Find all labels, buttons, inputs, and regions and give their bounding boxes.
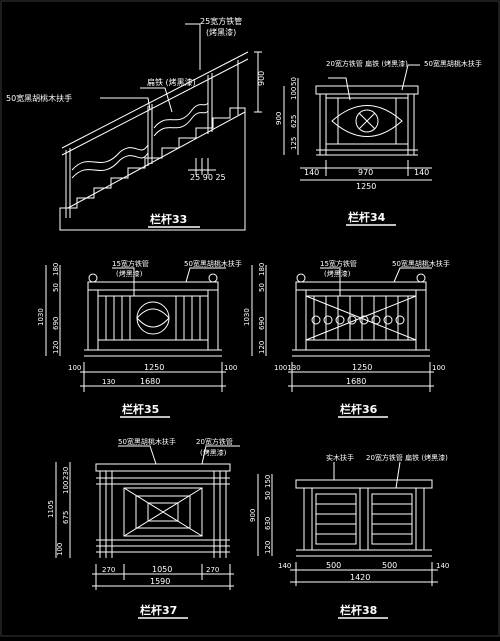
- handrail-bottom: [61, 58, 249, 156]
- r36-dim-180: 180: [258, 263, 266, 276]
- r37-dim-100a: 100: [62, 481, 70, 494]
- r38-dim-140b: 140: [436, 562, 449, 570]
- wave-1: [71, 144, 149, 171]
- r36-dim-690: 690: [258, 317, 266, 330]
- r34-dim-625: 625: [290, 115, 298, 128]
- r35-dim-100b: 100: [224, 364, 237, 372]
- r35-handrail: [87, 281, 219, 291]
- lower-rail: [67, 111, 246, 209]
- r38-dim-140a: 140: [278, 562, 291, 570]
- r37-note-left: 50宽黑胡桃木扶手: [118, 437, 176, 446]
- r37-title: 栏杆37: [140, 603, 177, 617]
- r33-note-wood: 50宽黑胡桃木扶手: [6, 93, 72, 103]
- r34-dim-970: 970: [358, 168, 373, 177]
- railing-34-drawing: [283, 64, 432, 181]
- r38-dim-120: 120: [264, 541, 272, 554]
- r34-dim-100: 100: [290, 87, 298, 100]
- r34-note-right: 50宽黑胡桃木扶手: [424, 59, 482, 68]
- r35-dim-1250: 1250: [144, 363, 164, 372]
- r36-dim-1250: 1250: [352, 363, 372, 372]
- r34-note-left: 20宽方铁管 扁铁 (烤黑漆): [326, 59, 408, 68]
- r34-title: 栏杆34: [348, 210, 386, 224]
- r37-dim-1050: 1050: [152, 565, 172, 574]
- r35-dim-120: 120: [52, 341, 60, 354]
- r37-note-right: 20宽方铁管: [196, 437, 233, 446]
- r36-title: 栏杆36: [340, 402, 378, 416]
- r37-dim-100b: 100: [56, 543, 64, 556]
- r34-dim-140a: 140: [304, 168, 319, 177]
- r35-dim-180: 180: [52, 263, 60, 276]
- r37-handrail: [95, 463, 231, 472]
- r36-note-right: 50宽黑胡桃木扶手: [392, 259, 450, 268]
- r35-note-right: 50宽黑胡桃木扶手: [184, 259, 242, 268]
- r36-dim-1680: 1680: [346, 377, 366, 386]
- railing-37-drawing: [55, 445, 240, 590]
- r36-dim-1030: 1030: [243, 308, 251, 326]
- r33-dim-900: 900: [257, 71, 266, 86]
- railing-38-drawing: [257, 461, 438, 586]
- r36-dim-50: 50: [258, 283, 266, 292]
- r35-dim-50: 50: [52, 283, 60, 292]
- railing-33-drawing: [59, 23, 262, 231]
- railing-35-drawing: [45, 265, 226, 392]
- r37-dim-270b: 270: [206, 566, 219, 574]
- wave-2: [153, 102, 209, 129]
- railing-36-drawing: [251, 265, 434, 392]
- r33-note-flat: 扁铁 (烤黑漆): [147, 77, 196, 87]
- r37-dim-1105: 1105: [47, 500, 55, 518]
- r38-dim-500b: 500: [382, 561, 397, 570]
- r36-dim-100130: 100130: [274, 364, 301, 372]
- handrail-top: [61, 51, 249, 149]
- r38-dim-900: 900: [249, 509, 257, 522]
- r34-center-circle: [355, 109, 379, 133]
- r35-dim-100a: 100: [68, 364, 81, 372]
- r34-dim-1250: 1250: [356, 182, 376, 191]
- r36-dim-100b: 100: [432, 364, 445, 372]
- r36-note-paint: (烤黑漆): [324, 269, 351, 278]
- r33-dim-bottom: 25 90 25: [190, 173, 226, 182]
- leader-flat: [140, 87, 173, 113]
- r34-dim-900: 900: [275, 112, 283, 125]
- r34-handrail: [315, 85, 419, 95]
- r37-dim-230: 230: [62, 467, 70, 480]
- r35-title: 栏杆35: [122, 402, 159, 416]
- r35-dim-130: 130: [102, 378, 115, 386]
- r38-dim-500a: 500: [326, 561, 341, 570]
- r35-dim-1680: 1680: [140, 377, 160, 386]
- r35-dim-690: 690: [52, 317, 60, 330]
- leader-wood: [100, 97, 151, 111]
- r38-note-pipe: 20宽方铁管 扁铁 (烤黑漆): [366, 453, 448, 462]
- r38-dim-630: 630: [264, 517, 272, 530]
- r33-note-pipe: 25宽方铁管: [200, 16, 242, 26]
- r38-note-wood: 实木扶手: [326, 453, 354, 462]
- r37-dim-675: 675: [62, 511, 70, 524]
- wave-2b: [153, 110, 209, 137]
- r33-note-paint: (烤黑漆): [206, 27, 236, 37]
- r38-dim-50: 50: [264, 491, 272, 500]
- r36-note-left: 15宽方铁管: [320, 259, 357, 268]
- r37-note-paint: (烤黑漆): [200, 448, 227, 457]
- r36-handrail: [295, 281, 427, 291]
- r37-dim-270a: 270: [102, 566, 115, 574]
- r34-frame: [325, 97, 409, 145]
- r34-dim-125: 125: [290, 137, 298, 150]
- r34-dim-140b: 140: [414, 168, 429, 177]
- r34-dim-50: 50: [290, 77, 298, 86]
- r38-title: 栏杆38: [340, 603, 377, 617]
- leader-pipe: [185, 23, 201, 70]
- r35-note-paint: (烤黑漆): [116, 269, 143, 278]
- r37-dim-1590: 1590: [150, 577, 170, 586]
- r36-dim-120: 120: [258, 341, 266, 354]
- r38-dim-150: 150: [264, 475, 272, 488]
- wave-1b: [71, 152, 149, 179]
- r35-note-left: 15宽方铁管: [112, 259, 149, 268]
- r35-dim-1030: 1030: [37, 308, 45, 326]
- r34-eye-shape: [331, 105, 403, 137]
- stair-steps: [59, 107, 246, 231]
- r33-title: 栏杆33: [150, 212, 187, 226]
- r38-dim-1420: 1420: [350, 573, 370, 582]
